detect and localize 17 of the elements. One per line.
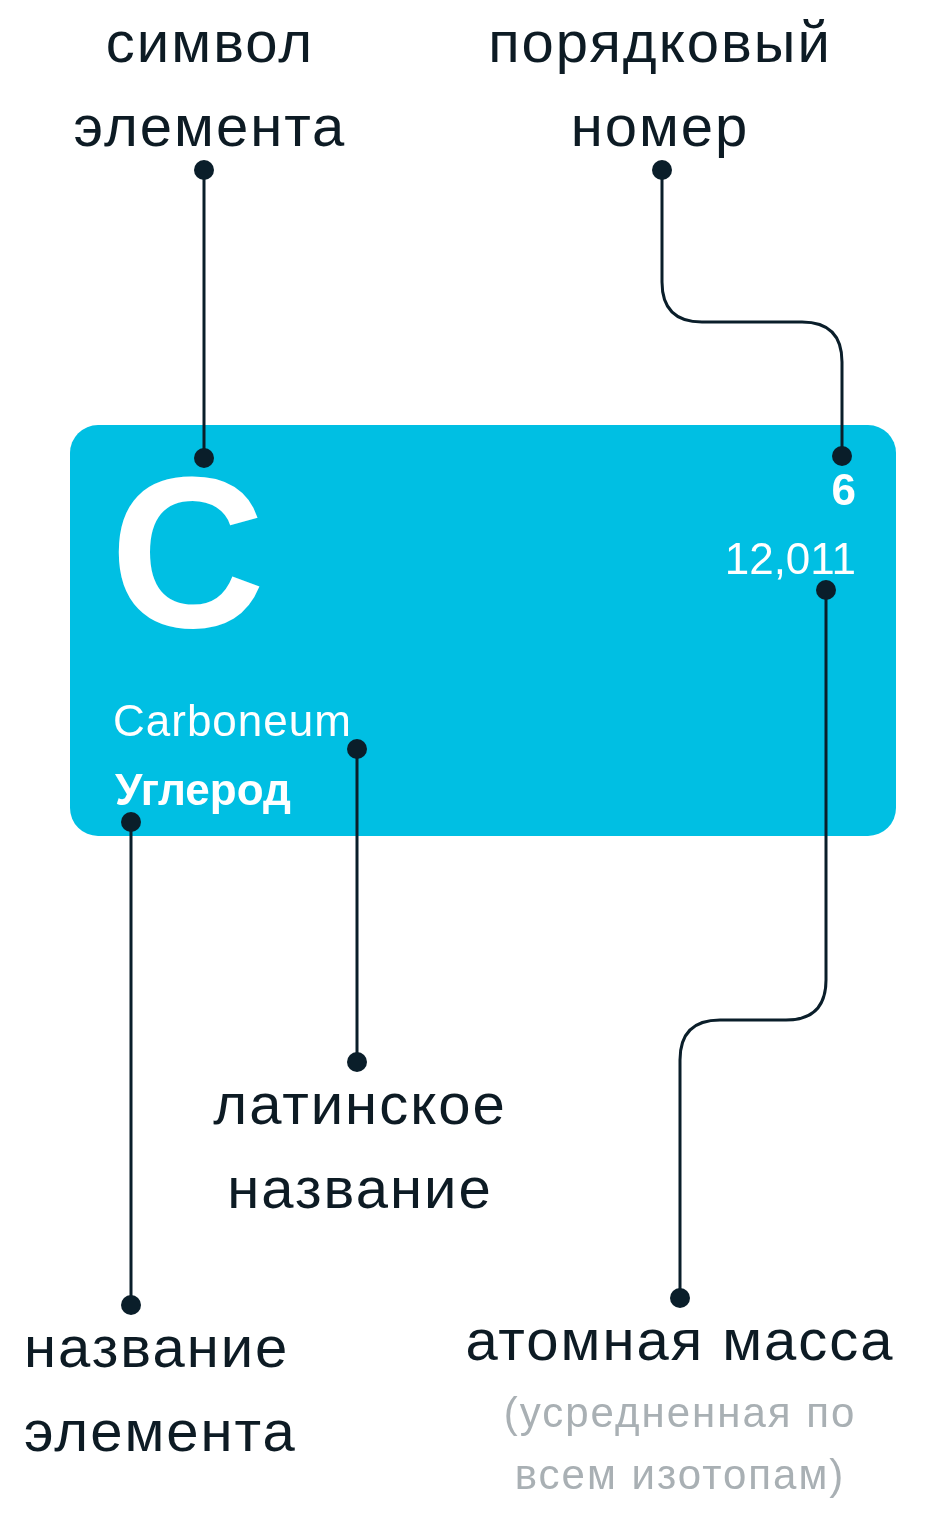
callout-label: латинское название: [170, 1062, 550, 1232]
element-symbol: C: [110, 458, 270, 648]
leader-line: [347, 739, 367, 1072]
leader-line: [652, 160, 852, 466]
note-text: (усредненная по всем изотопам): [502, 1388, 858, 1500]
callout-label: название элемента: [10, 1305, 340, 1475]
callout-label: символ элемента: [20, 0, 400, 170]
callout-label: порядковый номер: [450, 0, 870, 170]
latin-name: Carboneum: [113, 693, 383, 749]
atomic-number: 6: [816, 456, 856, 524]
leader-line: [194, 160, 214, 468]
element-name: Углерод: [115, 758, 325, 822]
element-card: [70, 425, 896, 836]
callout-label: атомная масса: [464, 1306, 896, 1374]
leader-line: [121, 812, 141, 1315]
atomic-mass: 12,011: [706, 528, 856, 590]
leader-line: [670, 580, 836, 1308]
